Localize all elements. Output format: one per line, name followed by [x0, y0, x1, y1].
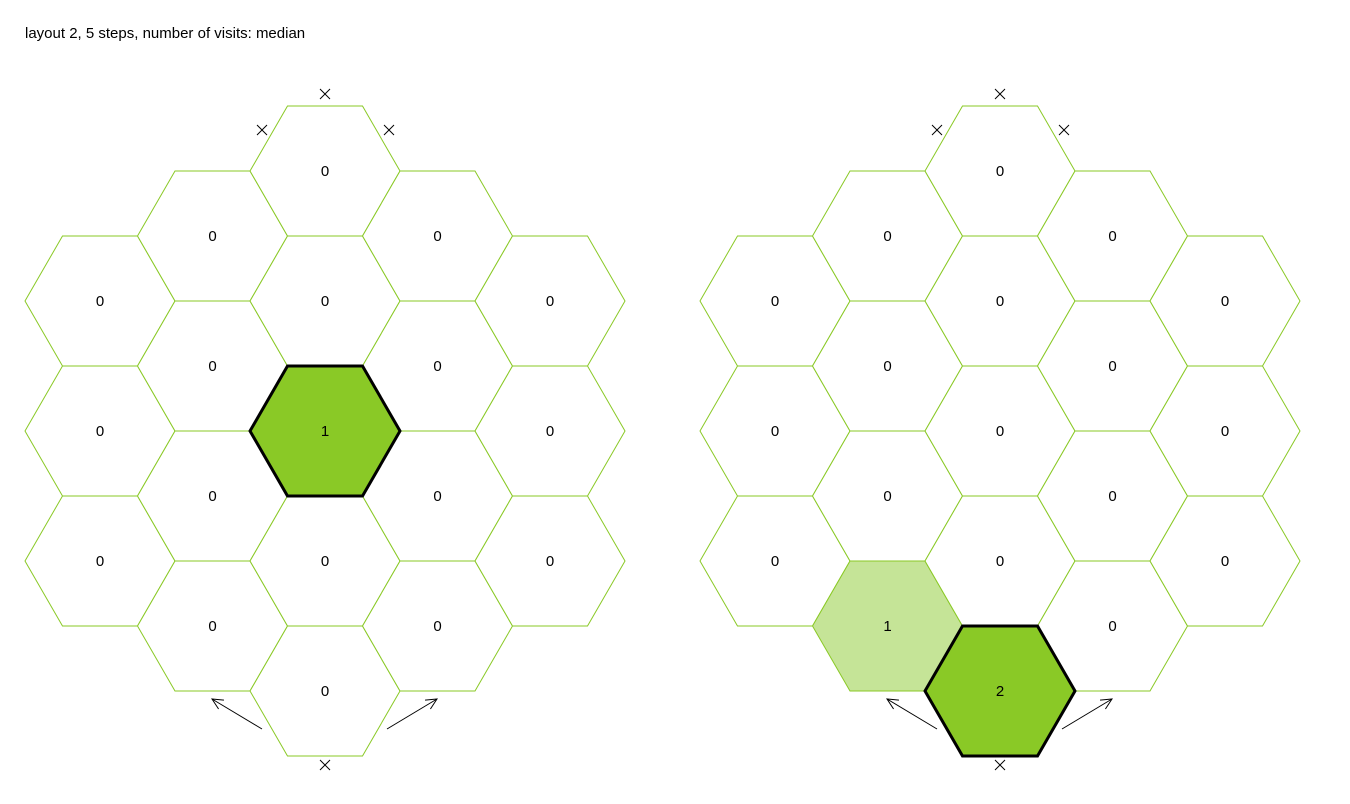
hex-cell-current: 1	[248, 364, 402, 498]
exit-cross-icon	[383, 124, 395, 136]
visit-count: 0	[1221, 293, 1229, 310]
visit-count: 0	[883, 488, 891, 505]
visit-count: 0	[208, 358, 216, 375]
visit-count: 0	[321, 683, 329, 700]
visit-count: 0	[433, 228, 441, 245]
board-left: 0 0 0 0 0 0 0 0 0 0 0 0 0 0 0 0 0 0 1	[24, 88, 626, 771]
visit-count: 0	[208, 488, 216, 505]
exit-cross-icon	[994, 88, 1006, 100]
visit-count: 0	[996, 423, 1004, 440]
visit-count: 0	[1221, 553, 1229, 570]
visit-count: 0	[433, 358, 441, 375]
visit-count: 0	[546, 423, 554, 440]
visit-count: 0	[546, 293, 554, 310]
hex-shape	[474, 495, 626, 627]
direction-arrow-icon	[386, 698, 438, 730]
visit-count: 0	[1108, 358, 1116, 375]
visit-count: 0	[883, 228, 891, 245]
hex-shape	[1149, 495, 1301, 627]
visit-count: 0	[321, 553, 329, 570]
direction-arrow-icon	[211, 698, 263, 730]
visit-count: 1	[321, 423, 329, 440]
visit-count: 0	[546, 553, 554, 570]
visit-count: 0	[433, 488, 441, 505]
visit-count: 0	[433, 618, 441, 635]
direction-arrow-icon	[886, 698, 938, 730]
visit-count: 0	[96, 553, 104, 570]
visit-count: 0	[996, 553, 1004, 570]
visit-count: 0	[883, 358, 891, 375]
visit-count: 0	[208, 618, 216, 635]
exit-cross-icon	[319, 759, 331, 771]
visit-count: 0	[771, 423, 779, 440]
exit-cross-icon	[319, 88, 331, 100]
visit-count: 1	[883, 618, 891, 635]
exit-cross-icon	[256, 124, 268, 136]
visit-count: 0	[771, 293, 779, 310]
exit-cross-icon	[994, 759, 1006, 771]
board-right: 0 0 0 0 0 0 1 0 0 0 0 0 0 0 0 0 0 0 2	[699, 88, 1301, 771]
exit-cross-icon	[931, 124, 943, 136]
diagram-title: layout 2, 5 steps, number of visits: med…	[25, 25, 306, 42]
hex-cell: 0	[1149, 495, 1301, 627]
visit-count: 0	[321, 293, 329, 310]
visit-count: 0	[321, 163, 329, 180]
hex-shape	[923, 624, 1077, 758]
visit-count: 0	[1221, 423, 1229, 440]
visit-count: 0	[1108, 228, 1116, 245]
visit-count: 0	[1108, 618, 1116, 635]
hex-shape	[248, 364, 402, 498]
visit-count: 0	[96, 423, 104, 440]
visit-count: 2	[996, 683, 1004, 700]
exit-cross-icon	[1058, 124, 1070, 136]
visit-count: 0	[996, 163, 1004, 180]
hex-cell-current: 2	[923, 624, 1077, 758]
visit-count: 0	[771, 553, 779, 570]
visit-count: 0	[1108, 488, 1116, 505]
visit-count: 0	[96, 293, 104, 310]
hex-cell: 0	[474, 495, 626, 627]
visit-count: 0	[208, 228, 216, 245]
visit-count: 0	[996, 293, 1004, 310]
direction-arrow-icon	[1061, 698, 1113, 730]
